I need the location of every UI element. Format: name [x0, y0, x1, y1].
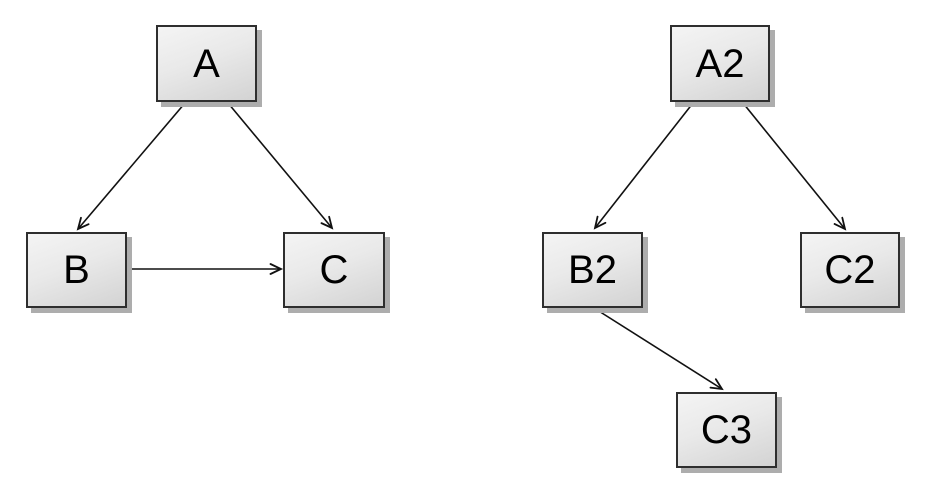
node-C2: C2 — [800, 232, 900, 308]
node-C3: C3 — [676, 392, 777, 468]
edge-B2-C3 — [593, 307, 724, 391]
node-B-label: B — [63, 248, 90, 292]
node-A-label: A — [193, 41, 220, 86]
node-B: B — [26, 232, 127, 308]
node-C-label: C — [319, 248, 349, 292]
node-A2: A2 — [670, 25, 770, 102]
node-C: C — [283, 232, 385, 308]
node-A: A — [156, 25, 257, 102]
node-B2-label: B2 — [568, 248, 617, 292]
node-C2-label: C2 — [824, 248, 876, 292]
edge-A-C — [227, 102, 334, 230]
node-C3-label: C3 — [700, 408, 753, 452]
edge-A-B — [76, 102, 186, 231]
node-A2-label: A2 — [695, 41, 745, 86]
node-B2: B2 — [542, 232, 643, 308]
edge-A2-B2 — [593, 102, 694, 230]
edge-A2-C2 — [742, 102, 847, 231]
